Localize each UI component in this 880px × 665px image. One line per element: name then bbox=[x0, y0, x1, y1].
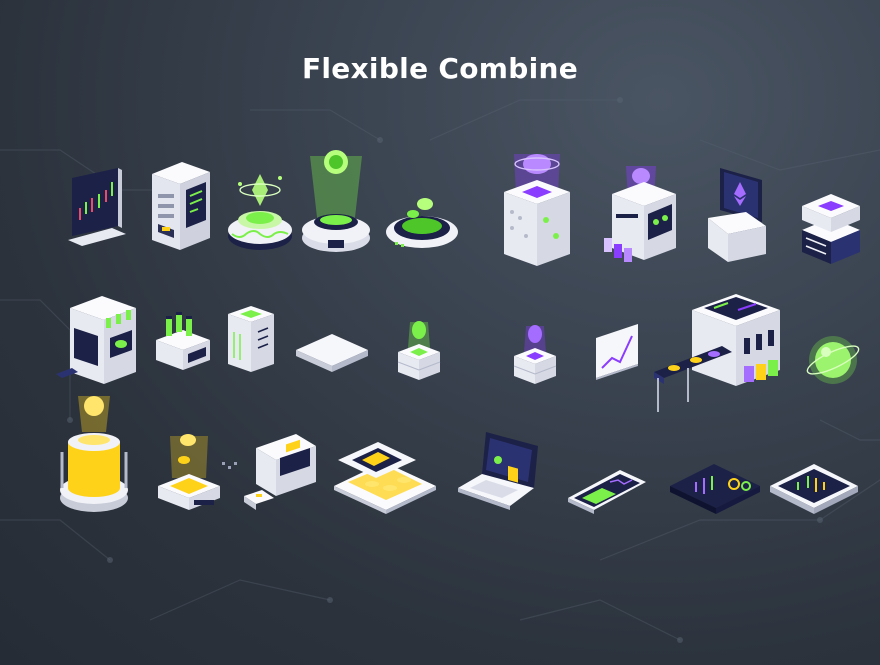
green-coin-stack-icon bbox=[396, 318, 442, 382]
blank-tile-icon bbox=[294, 332, 370, 374]
green-beam-pod-icon bbox=[300, 144, 372, 256]
green-orb-icon bbox=[804, 330, 862, 390]
crypto-laptop-icon bbox=[456, 430, 540, 514]
yellow-reactor-icon bbox=[56, 392, 132, 514]
coin-factory-conveyor-icon bbox=[652, 292, 782, 414]
green-hologram-pod-icon bbox=[226, 164, 294, 254]
green-coin-platform-icon bbox=[385, 190, 459, 252]
coin-tray-tile-icon bbox=[332, 438, 438, 514]
dark-dashboard-tile-icon bbox=[668, 456, 762, 516]
smartphone-wallet-icon bbox=[566, 458, 648, 516]
ethereum-kiosk-icon bbox=[706, 164, 768, 264]
purple-mining-robot-icon bbox=[602, 160, 682, 268]
purple-crypto-tower-icon bbox=[500, 146, 574, 268]
atm-server-icon bbox=[148, 160, 214, 252]
yellow-coin-platform-icon bbox=[156, 428, 240, 512]
server-stack-icon bbox=[800, 190, 862, 266]
purple-coin-stack-icon bbox=[512, 322, 558, 386]
mining-machine-icon bbox=[56, 294, 140, 388]
trading-chart-laptop-icon bbox=[66, 168, 128, 248]
page-title: Flexible Combine bbox=[301, 52, 579, 85]
data-server-icon bbox=[226, 304, 276, 374]
payment-card-terminal-icon bbox=[244, 432, 318, 512]
growth-chart-board-icon bbox=[594, 322, 640, 380]
tablet-chart-icon bbox=[768, 458, 860, 516]
battery-cells-box-icon bbox=[154, 312, 212, 372]
